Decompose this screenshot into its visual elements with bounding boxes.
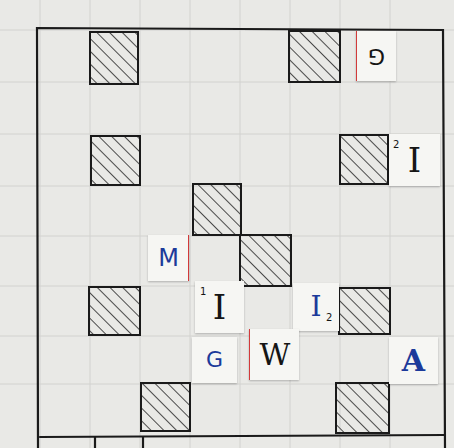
letter-tile: I2 <box>293 283 339 331</box>
tile-letter: I <box>408 143 421 177</box>
tile-letter: G <box>368 45 385 67</box>
tile-letter: I <box>213 290 226 324</box>
tile-letter: I <box>310 293 321 321</box>
tile-number: 2 <box>326 313 332 323</box>
letter-tile: M <box>148 235 189 281</box>
letter-tile: W <box>249 329 299 380</box>
letter-tile: G <box>192 337 237 383</box>
letter-tile: I2 <box>389 134 440 186</box>
letter-tile: A <box>389 337 438 384</box>
tile-letter: A <box>402 346 425 376</box>
tile-number: 1 <box>200 287 206 297</box>
tile-letter: W <box>260 340 291 370</box>
tile-number: 2 <box>393 140 399 150</box>
tile-letter: G <box>206 349 223 371</box>
blocked-cells <box>89 31 390 433</box>
tile-letter: M <box>158 246 179 270</box>
letter-tile: I1 <box>195 281 244 333</box>
board-border <box>37 28 445 448</box>
letter-tile: G <box>356 31 396 81</box>
